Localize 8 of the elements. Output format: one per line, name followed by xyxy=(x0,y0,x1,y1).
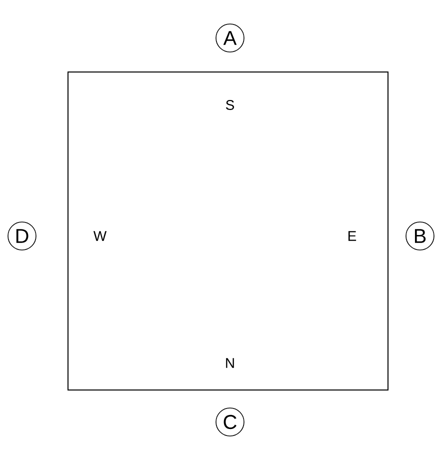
circled-letter: B xyxy=(406,222,434,250)
circled-letter: C xyxy=(216,408,244,436)
circled-letter: D xyxy=(8,222,36,250)
circled-letter: A xyxy=(216,24,244,52)
direction-letter: S xyxy=(226,100,234,110)
direction-letter: E xyxy=(348,231,356,241)
direction-letter: W xyxy=(93,231,107,241)
direction-letter: N xyxy=(226,358,234,368)
